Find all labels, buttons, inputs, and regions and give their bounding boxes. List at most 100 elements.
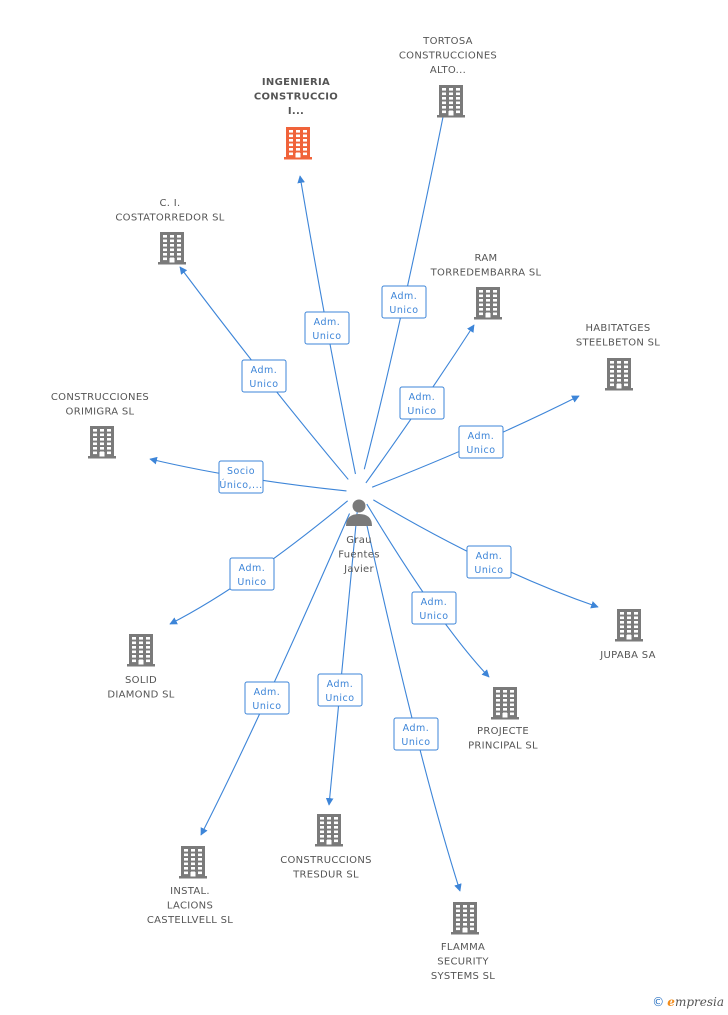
window	[503, 694, 507, 698]
node-tortosa[interactable]: TORTOSACONSTRUCCIONESALTO...	[399, 36, 497, 118]
building-icon[interactable]	[88, 426, 116, 459]
edge-label-box[interactable]	[304, 311, 350, 345]
window	[93, 451, 97, 455]
window	[470, 918, 474, 922]
window	[620, 630, 624, 633]
window	[442, 88, 446, 91]
window	[177, 235, 181, 238]
node-label: CONSTRUCCIONES	[399, 51, 497, 62]
window	[139, 641, 143, 645]
building-icon[interactable]	[284, 127, 312, 160]
window	[163, 239, 167, 243]
edge-label-box[interactable]	[218, 460, 264, 494]
window	[456, 905, 460, 908]
edge-flamma: Adm.Unico	[364, 516, 462, 892]
node-label: SECURITY	[437, 957, 489, 968]
building-icon[interactable]	[437, 85, 465, 118]
building-icon[interactable]	[315, 814, 343, 847]
window	[442, 97, 446, 100]
window	[100, 447, 104, 450]
edge-label-box[interactable]	[393, 717, 439, 751]
window	[327, 817, 331, 820]
building-icon[interactable]	[179, 846, 207, 879]
window	[503, 690, 507, 693]
window	[449, 92, 453, 96]
window	[456, 92, 460, 96]
window	[449, 101, 453, 105]
window	[496, 703, 500, 707]
node-ingenieria[interactable]: INGENIERIACONSTRUCCIOI...	[254, 77, 338, 160]
window	[327, 830, 331, 834]
building-icon[interactable]	[158, 232, 186, 265]
building-icon[interactable]	[491, 687, 519, 720]
edge-costatorredor: Adm.Unico	[179, 266, 349, 480]
edge-label-box[interactable]	[411, 591, 457, 625]
node-label: TORREDEMBARRA SL	[430, 268, 542, 279]
edge-label-box[interactable]	[466, 545, 512, 579]
window	[296, 148, 300, 151]
node-label: I...	[288, 106, 304, 117]
door	[99, 452, 105, 457]
window	[163, 253, 167, 256]
edge-projecte: Adm.Unico	[366, 503, 490, 678]
window	[146, 646, 150, 649]
window	[610, 383, 614, 387]
person-icon	[346, 499, 372, 526]
window	[177, 253, 181, 256]
window	[184, 871, 188, 875]
window	[617, 379, 621, 382]
window	[289, 134, 293, 138]
node-label: CONSTRUCCIONS	[280, 855, 372, 866]
window	[334, 826, 338, 829]
node-costatorredor[interactable]: C. I.COSTATORREDOR SL	[115, 198, 224, 265]
edge-label-box[interactable]	[399, 386, 445, 420]
building-icon[interactable]	[615, 609, 643, 642]
edge-label-line: Único,...	[219, 479, 262, 491]
edge-label-box[interactable]	[244, 681, 290, 715]
edge-label-box[interactable]	[229, 557, 275, 591]
window	[107, 442, 111, 446]
window	[620, 634, 624, 638]
building-icon-base	[284, 157, 312, 160]
edge-label-line: Unico	[407, 406, 436, 417]
node-jupaba[interactable]: JUPABA SA	[599, 609, 655, 661]
window	[303, 139, 307, 142]
door	[485, 313, 491, 318]
edge-label-line: Adm.	[327, 679, 354, 690]
building-icon[interactable]	[127, 634, 155, 667]
edge-label-box[interactable]	[241, 359, 287, 393]
door	[462, 928, 468, 933]
edge-label-box[interactable]	[317, 673, 363, 707]
edge-label-line: Unico	[389, 305, 418, 316]
window	[634, 625, 638, 629]
edge-label-line: Unico	[419, 611, 448, 622]
node-label: CONSTRUCCIONES	[51, 392, 149, 403]
window	[334, 839, 338, 843]
window	[132, 637, 136, 640]
window	[198, 867, 202, 870]
window	[470, 914, 474, 917]
window	[303, 148, 307, 151]
building-icon[interactable]	[605, 358, 633, 391]
window	[456, 923, 460, 926]
building-icon[interactable]	[474, 287, 502, 320]
edge-label-box[interactable]	[381, 285, 427, 319]
building-icon[interactable]	[451, 902, 479, 935]
person-label: Javier	[343, 564, 374, 575]
edge-label-box[interactable]	[458, 425, 504, 459]
window	[493, 294, 497, 298]
window	[617, 370, 621, 373]
node-label: INSTAL.	[170, 886, 210, 897]
window	[493, 303, 497, 307]
